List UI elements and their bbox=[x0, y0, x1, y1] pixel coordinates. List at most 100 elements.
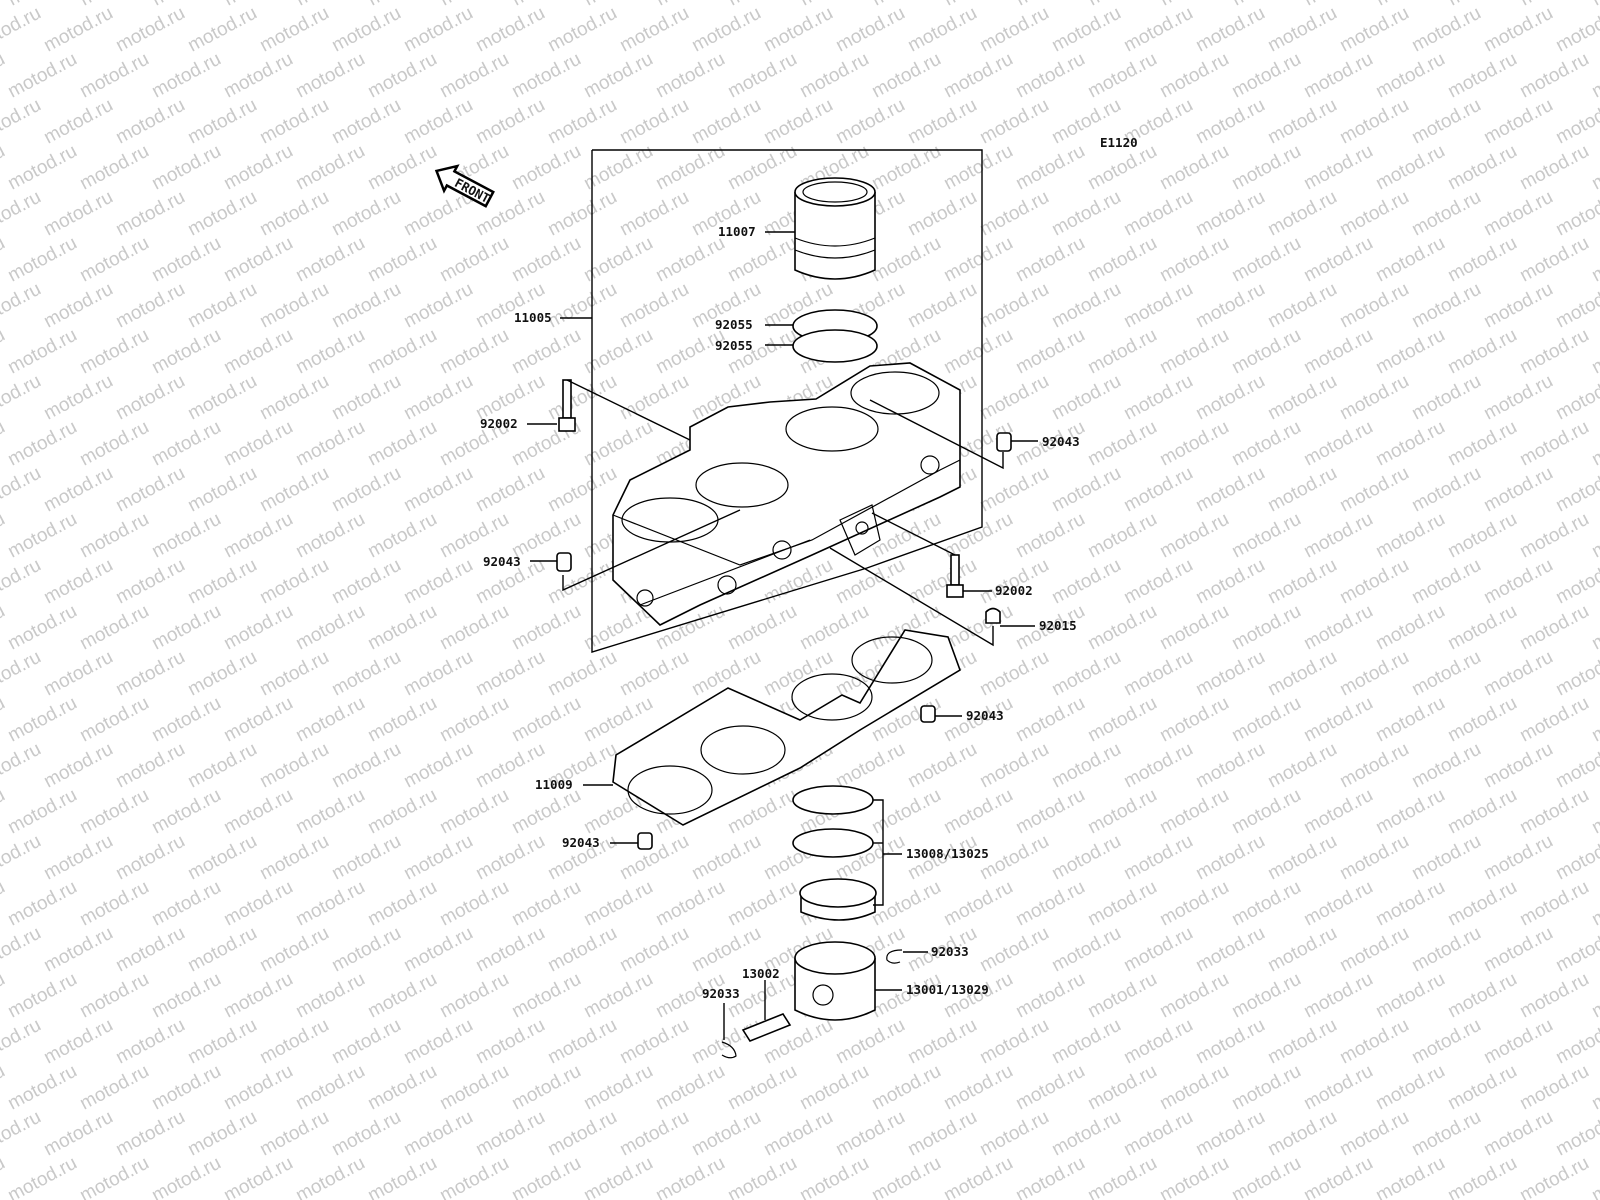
watermark-text: motod.ru bbox=[112, 463, 188, 517]
watermark-text: motod.ru bbox=[508, 49, 584, 103]
watermark-text: motod.ru bbox=[328, 923, 404, 977]
watermark-text: motod.ru bbox=[0, 647, 45, 701]
watermark-text: motod.ru bbox=[1084, 325, 1160, 379]
watermark-text: motod.ru bbox=[328, 371, 404, 425]
watermark-text: motod.ru bbox=[184, 279, 260, 333]
watermark-text: motod.ru bbox=[148, 693, 224, 747]
watermark-text: motod.ru bbox=[940, 233, 1016, 287]
watermark-text: motod.ru bbox=[508, 693, 584, 747]
watermark-text: motod.ru bbox=[328, 187, 404, 241]
watermark-text: motod.ru bbox=[868, 1153, 944, 1200]
watermark-text: motod.ru bbox=[1300, 0, 1376, 10]
watermark-text: motod.ru bbox=[400, 3, 476, 57]
watermark-text: motod.ru bbox=[112, 1015, 188, 1069]
watermark-text: motod.ru bbox=[472, 95, 548, 149]
watermark-text: motod.ru bbox=[220, 693, 296, 747]
watermark-text: motod.ru bbox=[1048, 3, 1124, 57]
watermark-text: motod.ru bbox=[868, 49, 944, 103]
dowel-left bbox=[556, 552, 572, 572]
watermark-text: motod.ru bbox=[1300, 233, 1376, 287]
watermark-text: motod.ru bbox=[688, 1107, 764, 1161]
watermark-text: motod.ru bbox=[1084, 49, 1160, 103]
watermark-text: motod.ru bbox=[220, 233, 296, 287]
watermark-text: motod.ru bbox=[1336, 371, 1412, 425]
watermark-text: motod.ru bbox=[256, 95, 332, 149]
dowel-bottom bbox=[637, 832, 653, 850]
watermark-text: motod.ru bbox=[1552, 3, 1600, 57]
watermark-text: motod.ru bbox=[1372, 1153, 1448, 1200]
watermark-text: motod.ru bbox=[40, 923, 116, 977]
watermark-text: motod.ru bbox=[1192, 647, 1268, 701]
watermark-text: motod.ru bbox=[1120, 739, 1196, 793]
watermark-text: motod.ru bbox=[220, 141, 296, 195]
watermark-text: motod.ru bbox=[652, 233, 728, 287]
watermark-text: motod.ru bbox=[4, 233, 80, 287]
watermark-text: motod.ru bbox=[292, 601, 368, 655]
watermark-text: motod.ru bbox=[940, 0, 1016, 10]
watermark-text: motod.ru bbox=[1480, 463, 1556, 517]
watermark-text: motod.ru bbox=[1372, 509, 1448, 563]
watermark-text: motod.ru bbox=[1264, 647, 1340, 701]
watermark-text: motod.ru bbox=[1336, 95, 1412, 149]
callout-11005: 11005 bbox=[514, 310, 552, 325]
watermark-text: motod.ru bbox=[1228, 785, 1304, 839]
watermark-text: motod.ru bbox=[1120, 463, 1196, 517]
watermark-text: motod.ru bbox=[1480, 371, 1556, 425]
watermark-text: motod.ru bbox=[1372, 141, 1448, 195]
watermark-text: motod.ru bbox=[580, 969, 656, 1023]
watermark-text: motod.ru bbox=[904, 555, 980, 609]
watermark-text: motod.ru bbox=[1012, 693, 1088, 747]
watermark-text: motod.ru bbox=[544, 923, 620, 977]
watermark-text: motod.ru bbox=[436, 0, 512, 10]
watermark-text: motod.ru bbox=[616, 187, 692, 241]
watermark-text: motod.ru bbox=[1588, 969, 1600, 1023]
watermark-text: motod.ru bbox=[1444, 785, 1520, 839]
watermark-text: motod.ru bbox=[508, 233, 584, 287]
watermark-text: motod.ru bbox=[1372, 417, 1448, 471]
watermark-text: motod.ru bbox=[220, 1061, 296, 1115]
watermark-text: motod.ru bbox=[580, 877, 656, 931]
watermark-text: motod.ru bbox=[292, 509, 368, 563]
watermark-text: motod.ru bbox=[1012, 877, 1088, 931]
watermark-text: motod.ru bbox=[0, 739, 45, 793]
watermark-text: motod.ru bbox=[1012, 141, 1088, 195]
watermark-text: motod.ru bbox=[1300, 141, 1376, 195]
watermark-text: motod.ru bbox=[1048, 555, 1124, 609]
watermark-text: motod.ru bbox=[436, 1061, 512, 1115]
watermark-text: motod.ru bbox=[1552, 555, 1600, 609]
watermark-text: motod.ru bbox=[1336, 923, 1412, 977]
watermark-text: motod.ru bbox=[400, 279, 476, 333]
watermark-text: motod.ru bbox=[1228, 141, 1304, 195]
watermark-text: motod.ru bbox=[796, 1153, 872, 1200]
watermark-text: motod.ru bbox=[1264, 1107, 1340, 1161]
watermark-text: motod.ru bbox=[436, 325, 512, 379]
watermark-text: motod.ru bbox=[328, 1107, 404, 1161]
watermark-text: motod.ru bbox=[1300, 877, 1376, 931]
watermark-text: motod.ru bbox=[616, 647, 692, 701]
watermark-text: motod.ru bbox=[1408, 95, 1484, 149]
watermark-text: motod.ru bbox=[328, 3, 404, 57]
watermark-text: motod.ru bbox=[4, 1061, 80, 1115]
watermark-text: motod.ru bbox=[1480, 279, 1556, 333]
watermark-text: motod.ru bbox=[508, 0, 584, 10]
watermark-text: motod.ru bbox=[184, 831, 260, 885]
watermark-text: motod.ru bbox=[220, 325, 296, 379]
watermark-text: motod.ru bbox=[364, 233, 440, 287]
watermark-text: motod.ru bbox=[1264, 1015, 1340, 1069]
watermark-text: motod.ru bbox=[544, 463, 620, 517]
callout-92055-upper: 92055 bbox=[715, 317, 753, 332]
watermark-text: motod.ru bbox=[1048, 1107, 1124, 1161]
watermark-text: motod.ru bbox=[868, 1061, 944, 1115]
watermark-text: motod.ru bbox=[544, 371, 620, 425]
watermark-text: motod.ru bbox=[1516, 877, 1592, 931]
watermark-text: motod.ru bbox=[976, 923, 1052, 977]
watermark-text: motod.ru bbox=[1300, 693, 1376, 747]
watermark-text: motod.ru bbox=[364, 49, 440, 103]
watermark-text: motod.ru bbox=[40, 95, 116, 149]
watermark-text: motod.ru bbox=[508, 877, 584, 931]
watermark-text: motod.ru bbox=[76, 325, 152, 379]
watermark-text: motod.ru bbox=[1444, 1061, 1520, 1115]
watermark-text: motod.ru bbox=[1228, 0, 1304, 10]
watermark-text: motod.ru bbox=[364, 417, 440, 471]
watermark-text: motod.ru bbox=[1552, 647, 1600, 701]
